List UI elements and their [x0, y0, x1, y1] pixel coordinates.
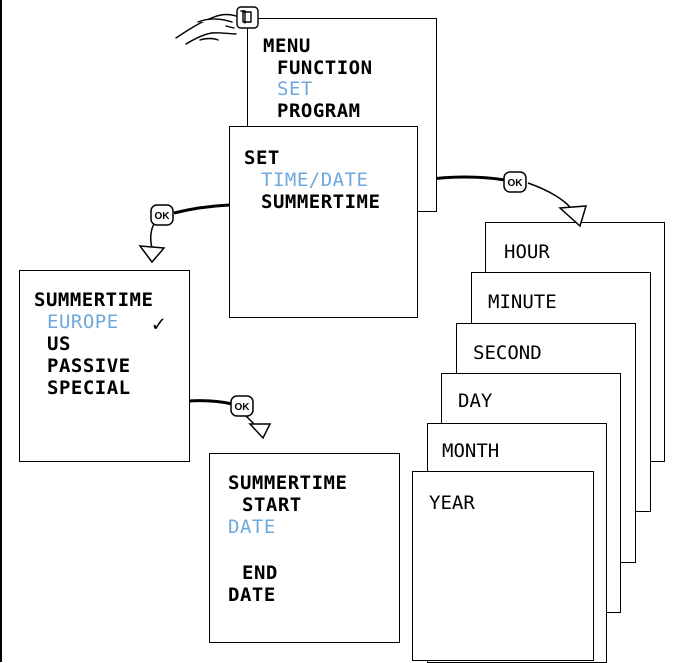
summertime-item-us: US	[47, 333, 71, 355]
set-title: SET	[244, 147, 280, 169]
ok-button-icon: OK	[150, 204, 174, 230]
ok-label: OK	[508, 178, 524, 189]
ok-button-shape: OK	[230, 395, 254, 417]
special-line-end-date: DATE	[228, 584, 276, 606]
ok-button-icon: OK	[503, 171, 527, 197]
special-line-summertime: SUMMERTIME	[228, 472, 348, 494]
summertime-item-special: SPECIAL	[47, 377, 131, 399]
summertime-title: SUMMERTIME	[34, 289, 154, 311]
menu-title: MENU	[263, 35, 311, 57]
stack-label-day: DAY	[458, 390, 493, 412]
checkmark-icon: ✓	[152, 312, 166, 337]
curved-arrow-icon	[558, 205, 588, 228]
stack-label-minute: MINUTE	[488, 291, 557, 313]
special-line-start: START	[242, 494, 302, 516]
curved-arrow-icon	[138, 245, 166, 264]
summertime-screen: SUMMERTIME EUROPE ✓ US PASSIVE SPECIAL	[19, 270, 190, 462]
stack-label-second: SECOND	[473, 342, 542, 364]
summertime-item-passive: PASSIVE	[47, 355, 131, 377]
special-date-screen: SUMMERTIME START DATE END DATE	[209, 453, 400, 643]
set-screen: SET TIME/DATE SUMMERTIME	[229, 126, 418, 318]
curved-arrow-icon	[248, 423, 272, 440]
stack-label-year: YEAR	[429, 492, 475, 514]
stack-label-month: MONTH	[442, 440, 500, 462]
menu-item-set: SET	[277, 78, 313, 100]
stack-label-hour: HOUR	[504, 241, 550, 263]
connector-set-to-ok-left	[173, 203, 230, 215]
stack-screen-year: YEAR	[412, 471, 594, 661]
set-item-time-date: TIME/DATE	[261, 169, 369, 191]
ok-button-shape: OK	[150, 204, 174, 226]
special-line-start-date: DATE	[228, 516, 276, 538]
special-line-end: END	[242, 562, 278, 584]
ok-button-icon: OK	[230, 395, 254, 421]
left-border-line	[0, 0, 2, 662]
ok-label: OK	[155, 211, 171, 222]
menu-item-function: FUNCTION	[277, 57, 373, 79]
menu-item-program: PROGRAM	[277, 100, 361, 122]
ok-button-shape: OK	[503, 171, 527, 193]
summertime-item-europe: EUROPE	[47, 311, 119, 333]
set-item-summertime: SUMMERTIME	[261, 191, 381, 213]
ok-label: OK	[235, 402, 251, 413]
